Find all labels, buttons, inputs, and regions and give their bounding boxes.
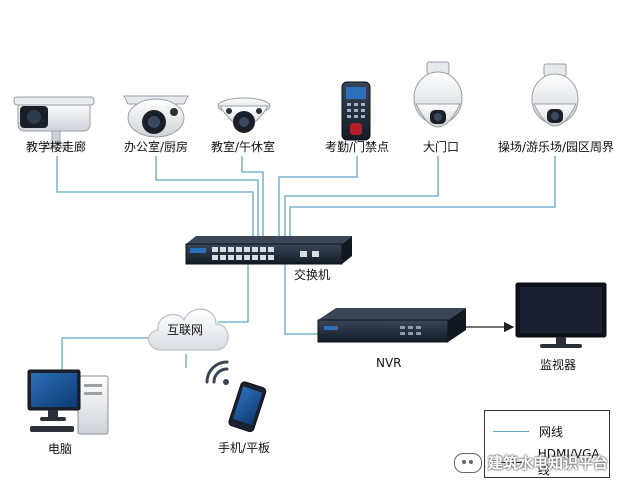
desktop-computer-icon (27, 369, 109, 435)
wechat-icon (454, 452, 482, 473)
legend-item-network: 网线 (493, 423, 563, 440)
cable-switch-nvr (284, 262, 318, 335)
cable-playground (289, 156, 556, 240)
label-phone: 手机/平板 (218, 441, 271, 455)
bullet-camera-icon (13, 96, 95, 149)
watermark-text: 建筑水电知识平台 (488, 454, 609, 472)
dome-camera-icon (217, 97, 271, 133)
legend: 网线 HDMI/VGA线 (484, 410, 610, 478)
monitor-icon (515, 282, 607, 348)
nvr-recorder-icon (317, 308, 466, 343)
label-monitor: 监视器 (540, 358, 577, 372)
label-computer: 电脑 (48, 442, 73, 456)
turret-camera-icon (123, 95, 189, 138)
legend-item-hdmi: HDMI/VGA线 (493, 447, 609, 478)
ptz-camera-icon-gate (413, 61, 463, 128)
label-playground: 操场/游乐场/园区周界 (497, 140, 615, 154)
watermark: 建筑水电知识平台 (454, 452, 608, 473)
label-corridor: 教学楼走廊 (25, 140, 87, 154)
legend-swatch-hdmi (493, 462, 528, 463)
cable-classroom (241, 156, 264, 240)
label-gate: 大门口 (422, 140, 460, 154)
cloud-icon (148, 308, 229, 351)
label-internet: 互联网 (166, 323, 204, 337)
label-classroom: 教室/午休室 (210, 140, 276, 154)
legend-label-network: 网线 (539, 425, 564, 439)
cable-switch-internet (218, 262, 249, 323)
cable-attendance (278, 156, 358, 240)
access-control-terminal-icon (341, 81, 371, 141)
cable-corridor (56, 156, 254, 240)
cable-office (155, 156, 259, 240)
legend-label-hdmi: HDMI/VGA线 (537, 447, 600, 477)
network-switch-icon (185, 236, 352, 265)
legend-swatch-network (493, 431, 529, 432)
cable-gate (284, 156, 439, 240)
label-nvr: NVR (376, 356, 402, 370)
network-cables (56, 156, 556, 372)
ptz-camera-icon-playground (531, 63, 579, 127)
label-switch: 交换机 (294, 268, 331, 282)
smartphone-icon (205, 360, 267, 433)
label-attendance: 考勤/门禁点 (324, 140, 390, 154)
cable-internet-computer (61, 337, 152, 372)
label-office: 办公室/厨房 (123, 140, 189, 154)
